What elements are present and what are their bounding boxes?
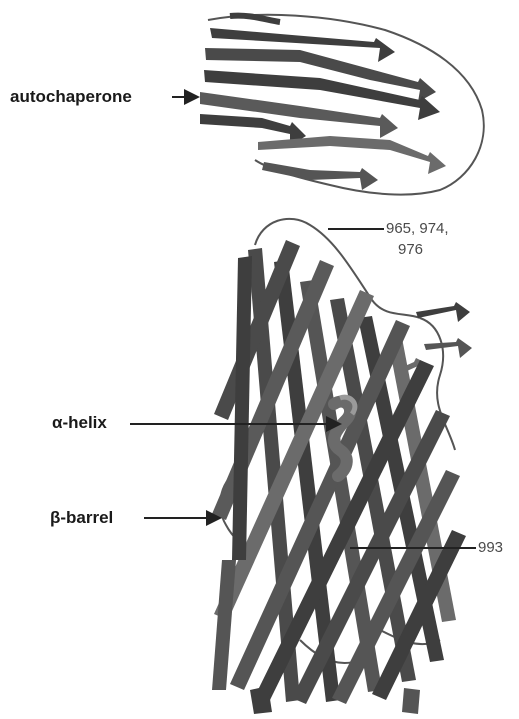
autochaperone-domain — [200, 15, 484, 195]
autochaperone-label: autochaperone — [10, 88, 132, 105]
residue-993-label: 993 — [478, 540, 503, 555]
alpha-helix-label: α-helix — [52, 414, 107, 431]
beta-barrel-domain — [212, 219, 472, 714]
beta-barrel-label: β-barrel — [50, 509, 113, 526]
residues-965-974-label: 965, 974, — [386, 221, 449, 236]
residue-976-label: 976 — [398, 242, 423, 257]
